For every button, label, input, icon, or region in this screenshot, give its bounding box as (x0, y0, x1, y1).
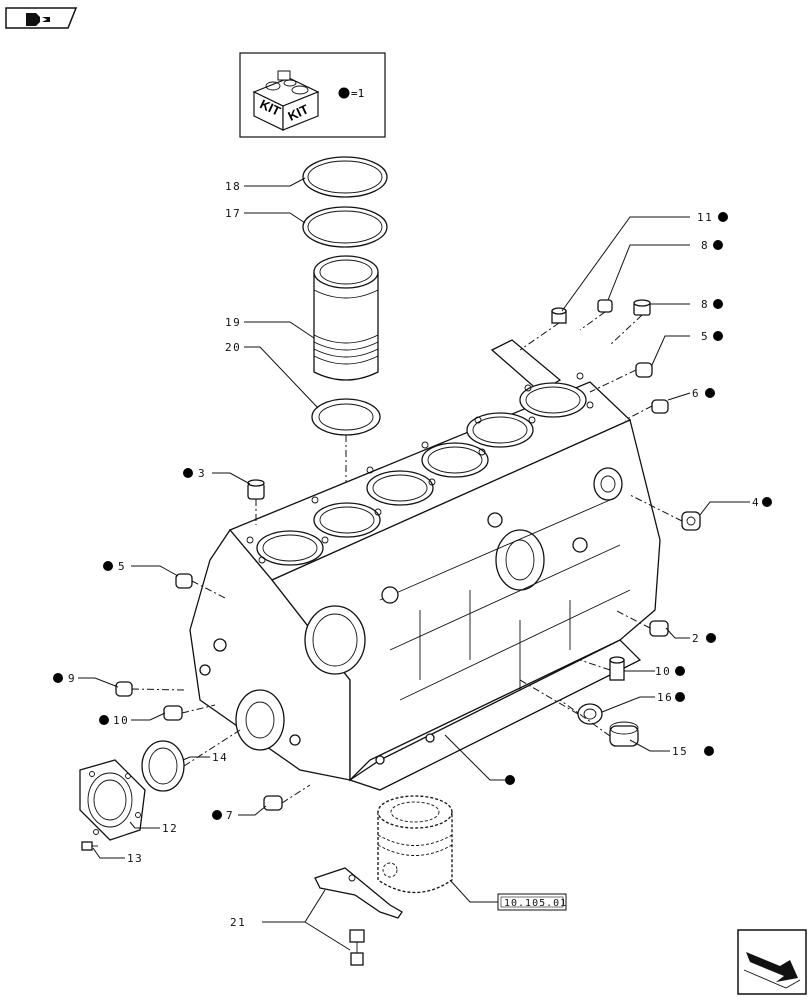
part-2-bushing (649, 620, 669, 637)
callout-4: 4 (752, 496, 760, 509)
part-9-plug (115, 681, 133, 697)
assembly-lines (131, 311, 683, 804)
callout-10b: 10 (113, 714, 129, 727)
piston-reference (377, 795, 453, 894)
callout-5a: 5 (701, 330, 709, 343)
part-12-cover (79, 759, 146, 841)
part-16-ring (577, 703, 603, 725)
callout-labels: 18 17 19 20 11 8 8 5 6 3 4 5 2 10 9 10 1… (68, 180, 760, 929)
part-5-plug-top (635, 362, 653, 378)
next-page-arrow-icon[interactable] (737, 929, 807, 995)
part-8-plug-a (597, 299, 613, 313)
callout-15: 15 (672, 745, 688, 758)
kit-dot-icon (338, 87, 350, 99)
callout-8a: 8 (701, 239, 709, 252)
kit-legend: KIT KIT =1 (239, 52, 386, 138)
kit-box-icon (252, 70, 320, 131)
callout-5b: 5 (118, 560, 126, 573)
part-6-bushing (651, 399, 669, 414)
part-8-plug-b (633, 299, 651, 316)
callout-7: 7 (226, 809, 234, 822)
engine-block (189, 339, 661, 791)
part-4-plug (681, 511, 701, 531)
part-5-plug-left (175, 573, 193, 589)
callout-12: 12 (162, 822, 178, 835)
callout-9: 9 (68, 672, 76, 685)
part-14-seal (141, 740, 185, 792)
callout-21: 21 (230, 916, 246, 929)
cylinder-liner-parts (302, 156, 388, 530)
reference-box[interactable]: 10.105.01 (497, 893, 567, 911)
callout-11: 11 (697, 211, 713, 224)
part-10-pin-left (163, 705, 183, 721)
callout-8b: 8 (701, 298, 709, 311)
callout-6: 6 (692, 387, 700, 400)
callout-19: 19 (225, 316, 241, 329)
kit-equals-label: =1 (351, 87, 364, 100)
part-7-plug (263, 795, 283, 811)
callout-2: 2 (692, 632, 700, 645)
reference-box-label: 10.105.01 (504, 898, 567, 909)
small-parts (79, 299, 701, 966)
part-10-pin-right (609, 656, 625, 681)
book-arrow-icon[interactable] (5, 7, 78, 29)
callout-10a: 10 (655, 665, 671, 678)
leader-lines (78, 177, 750, 951)
callout-20: 20 (225, 341, 241, 354)
callout-14: 14 (212, 751, 228, 764)
callout-13: 13 (127, 852, 143, 865)
callout-16: 16 (657, 691, 673, 704)
part-13-bolt (81, 841, 98, 851)
kit-dots (53, 212, 772, 820)
part-11-plug (551, 307, 567, 324)
callout-3: 3 (198, 467, 206, 480)
part-3-plug (247, 479, 265, 500)
part-21-bracket (314, 867, 403, 966)
callout-17: 17 (225, 207, 241, 220)
callout-18: 18 (225, 180, 241, 193)
